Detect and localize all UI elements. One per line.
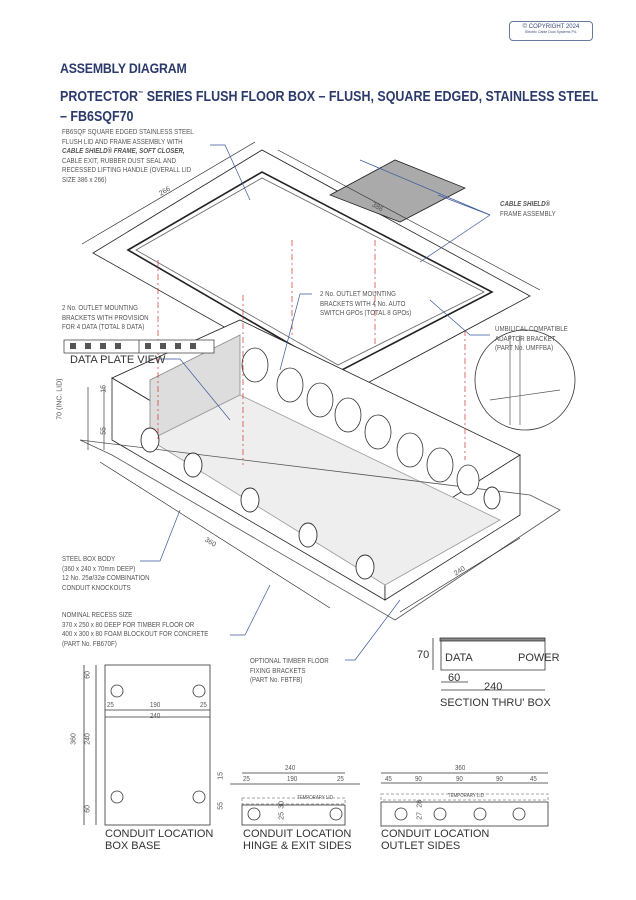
hinge-25b: 25 xyxy=(337,776,344,783)
outlet-drawing xyxy=(380,772,549,827)
outlet-360: 360 xyxy=(455,765,466,772)
cable-shield-flap xyxy=(329,159,466,223)
copyright-badge: © COPYRIGHT 2024 Electric Cable Duct Sys… xyxy=(509,21,593,41)
recess-outline xyxy=(79,439,561,621)
hinge-240: 240 xyxy=(285,765,296,772)
section-height: 70 xyxy=(417,649,430,661)
section-data: DATA xyxy=(445,652,473,664)
outlet-27: 27 xyxy=(416,811,424,820)
steel-box-label: STEEL BOX BODY(360 x 240 x 70mm DEEP)12 … xyxy=(62,556,150,592)
leader-lines xyxy=(140,144,491,661)
base-190: 190 xyxy=(150,702,161,709)
section-240: 240 xyxy=(484,681,503,693)
base-25b: 25 xyxy=(200,702,207,709)
cable-shield-label: CABLE SHIELD®FRAME ASSEMBLY xyxy=(500,201,556,218)
section-60: 60 xyxy=(448,672,461,684)
outlet-90b: 90 xyxy=(456,776,463,783)
title-brand: PROTECTOR xyxy=(60,88,139,105)
dim-height: 70 (INC. LID) xyxy=(56,378,64,420)
knockouts xyxy=(140,427,501,580)
hinge-25a: 25 xyxy=(243,776,250,783)
base-240v: 240 xyxy=(84,733,92,745)
outlet-45b: 45 xyxy=(530,776,537,783)
hinge-30: 30 xyxy=(278,800,286,809)
base-drawing xyxy=(83,664,211,826)
section-power: POWER xyxy=(518,652,560,664)
dim-55: 55 xyxy=(100,426,108,435)
outlet-45a: 45 xyxy=(385,776,392,783)
base-60a: 60 xyxy=(84,670,92,679)
dim-15: 15 xyxy=(100,384,108,393)
hinge-55: 55 xyxy=(217,801,225,810)
hinge-25v: 25 xyxy=(278,811,286,820)
title-model: – FB6SQF70 xyxy=(60,108,134,125)
base-240: 240 xyxy=(150,713,161,720)
box-floor xyxy=(149,394,501,586)
hinge-15: 15 xyxy=(217,771,225,780)
gpo-outlets xyxy=(241,347,480,496)
section-drawing xyxy=(432,637,546,691)
hinge-temp-lid: TEMPORARY LID xyxy=(297,795,333,801)
outlet-temp-lid: TEMPORARY LID xyxy=(448,793,484,799)
hinge-190: 190 xyxy=(287,776,298,783)
outlet-90a: 90 xyxy=(415,776,422,783)
lid-seal xyxy=(135,177,485,366)
copyright-text: © COPYRIGHT 2024 xyxy=(522,24,580,30)
lid-opening xyxy=(126,171,494,373)
dimension-lines xyxy=(81,141,541,613)
outlet-28: 28 xyxy=(416,799,424,808)
hinge-drawing xyxy=(230,772,360,826)
trademark: ™ xyxy=(138,91,144,97)
data-plate-view-label: DATA PLATE VIEW xyxy=(70,354,166,366)
page-title: PROTECTOR™ SERIES FLUSH FLOOR BOX – FLUS… xyxy=(60,84,598,127)
company-name: Electric Cable Duct Systems P/L xyxy=(525,30,577,34)
section-heading: ASSEMBLY DIAGRAM xyxy=(60,60,187,76)
data-jack-icons xyxy=(70,343,196,349)
umbilical-detail xyxy=(474,329,576,431)
base-360: 360 xyxy=(70,733,78,745)
section-title: SECTION THRU' BOX xyxy=(440,697,551,709)
outlet-90c: 90 xyxy=(496,776,503,783)
title-rest: SERIES FLUSH FLOOR BOX – FLUSH, SQUARE E… xyxy=(143,88,599,105)
base-60b: 60 xyxy=(84,804,92,813)
base-25a: 25 xyxy=(107,702,114,709)
